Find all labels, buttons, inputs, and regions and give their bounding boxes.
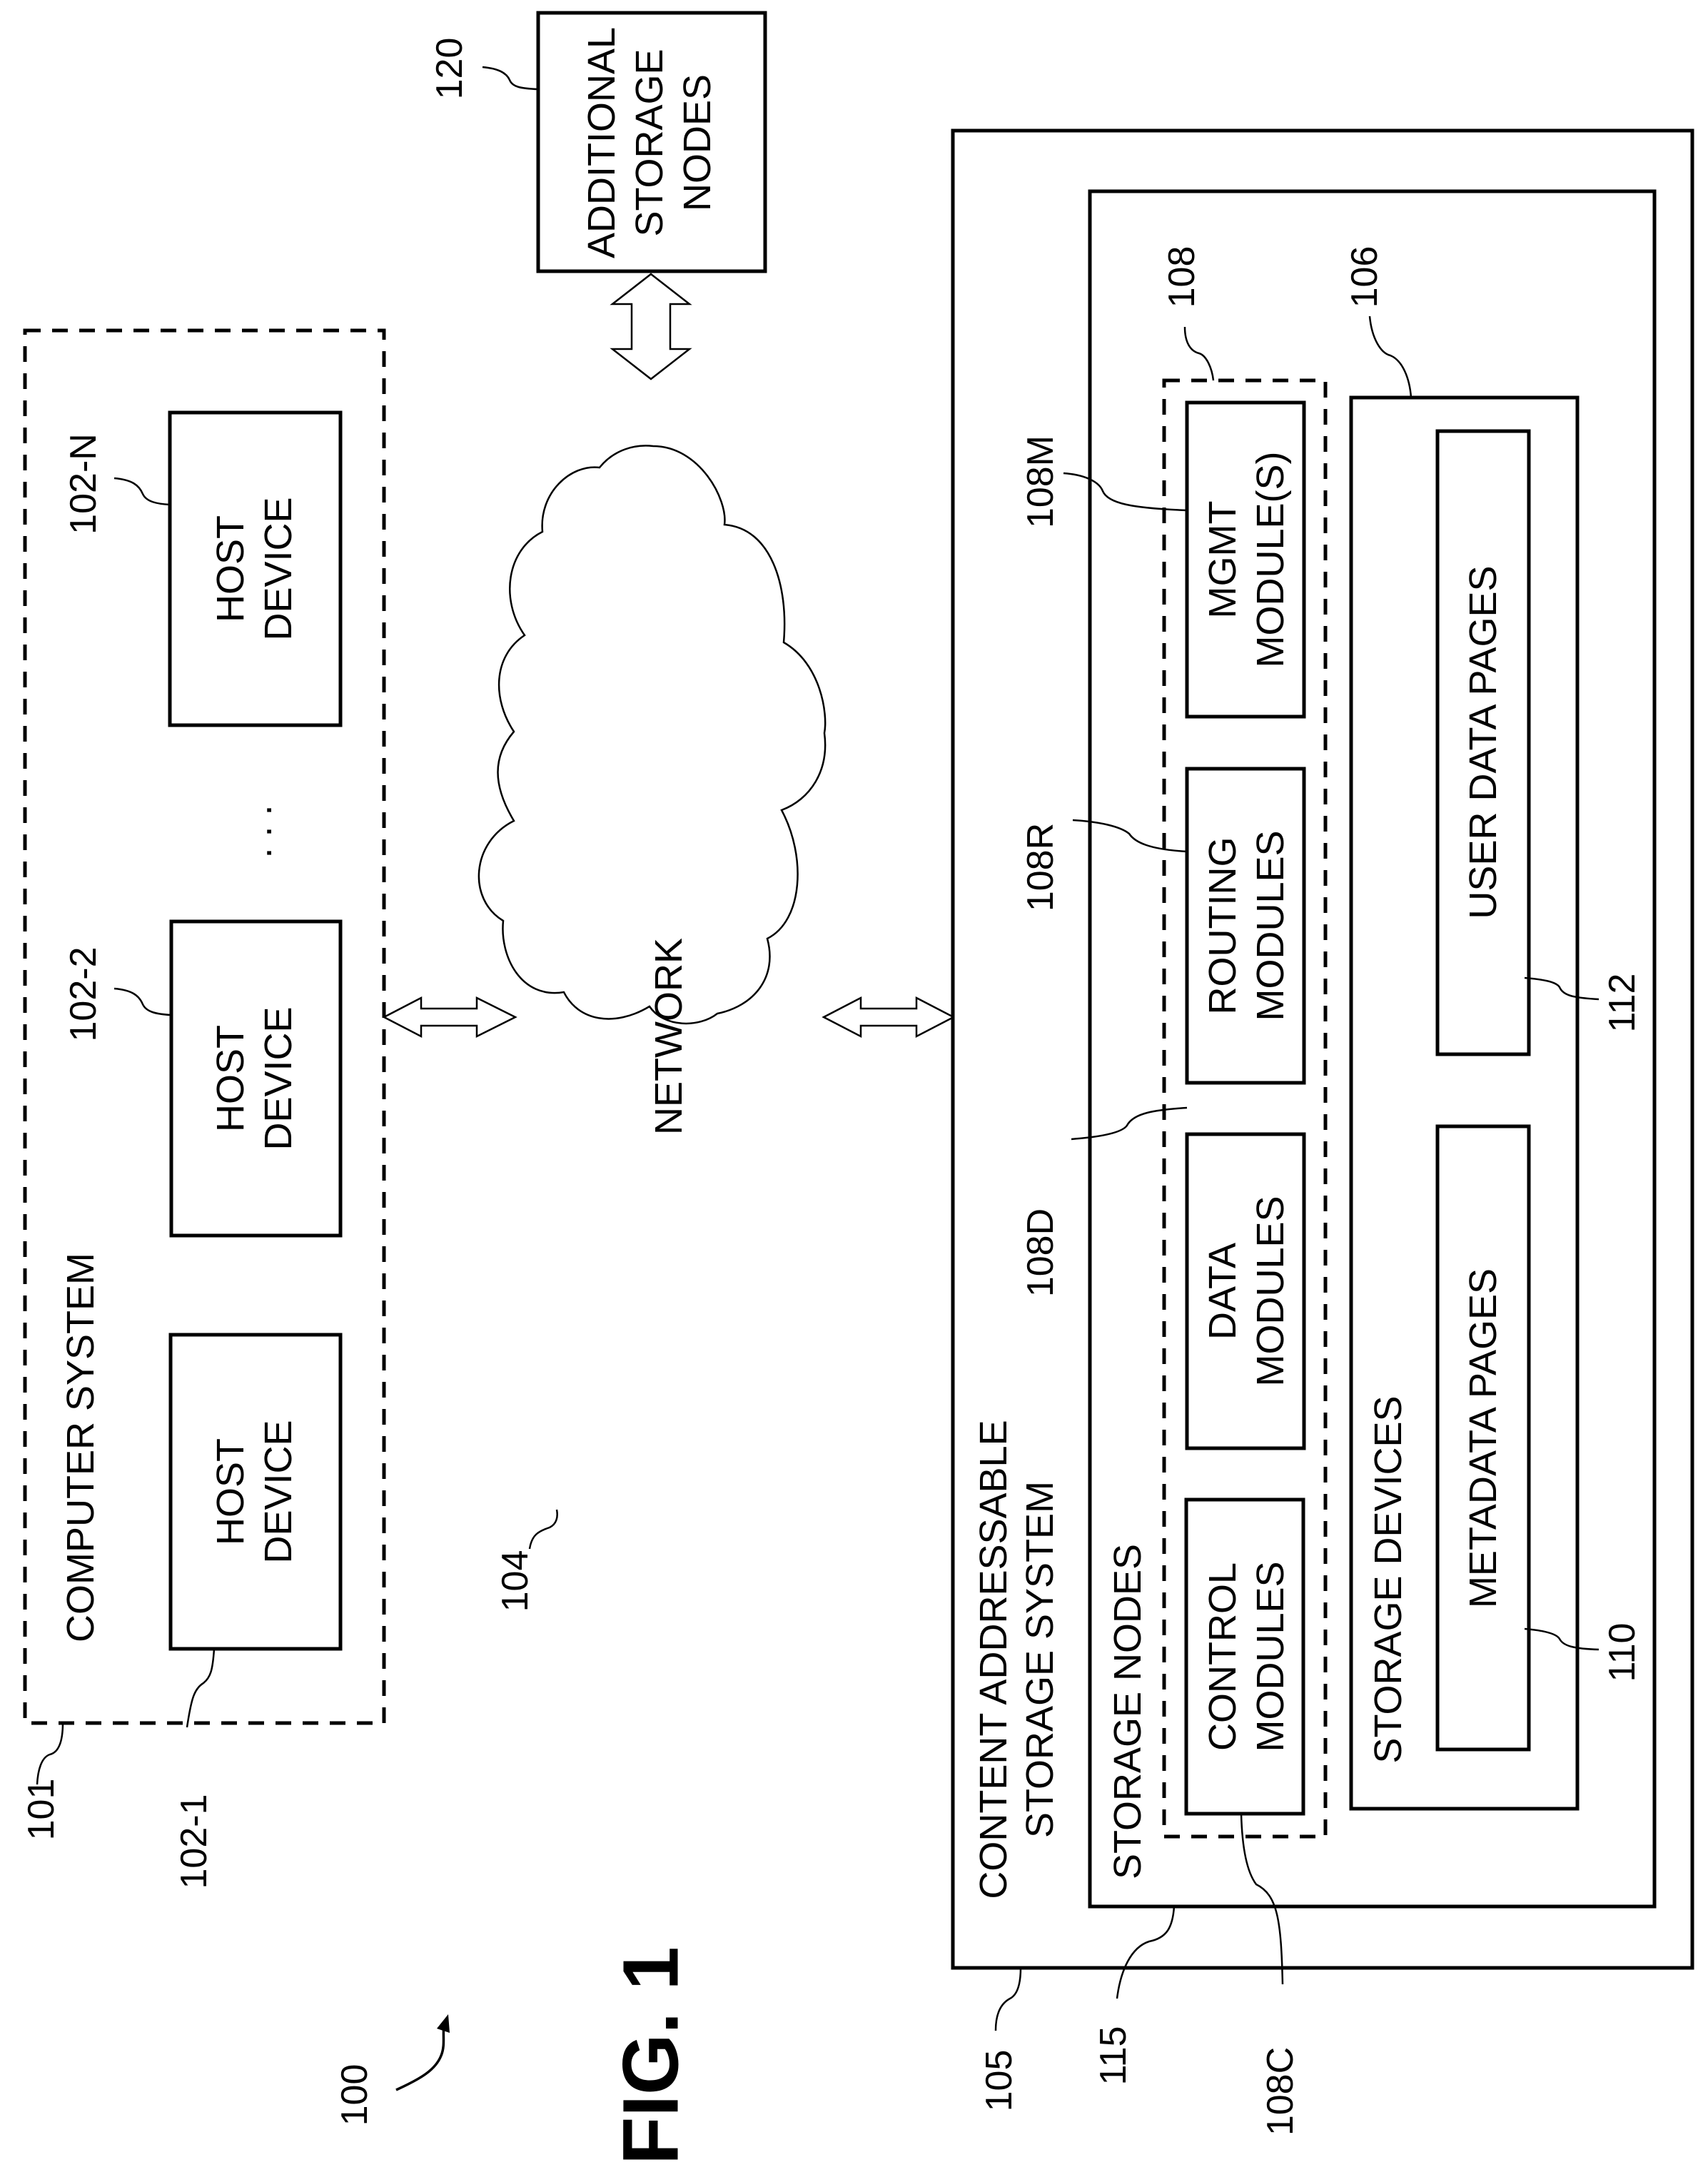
ref-115: 115 [1093,2026,1134,2086]
storage-devices-label: STORAGE DEVICES [1367,1395,1410,1763]
host-device-box [170,413,340,725]
arrowhead-100 [437,2014,450,2033]
metadata-pages: METADATA PAGES [1437,1126,1529,1749]
host-device-102-2: HOST DEVICE [171,921,340,1236]
user-data-pages: USER DATA PAGES [1437,431,1529,1054]
cas-label-line2: STORAGE SYSTEM [1019,1481,1061,1838]
network-label: NETWORK [647,938,690,1135]
leader-120 [482,67,538,89]
ref-108R: 108R [1020,823,1061,911]
host-device-102-N: HOST DEVICE [170,413,340,725]
host-device-line2: DEVICE [257,1420,300,1563]
module-mgmt: MGMT MODULE(S) [1187,403,1304,717]
leader-100 [396,2026,444,2090]
network-cloud: NETWORK 104 [479,445,825,1612]
computer-system-label: COMPUTER SYSTEM [59,1253,102,1642]
leader-104 [530,1510,557,1549]
ref-102-2: 102-2 [63,947,104,1042]
host-device-line1: HOST [209,1438,252,1545]
double-arrow-network-cas[interactable] [824,998,954,1036]
ref-102-N: 102-N [63,433,104,535]
additional-storage-line3: NODES [676,74,719,211]
ref-104: 104 [495,1550,536,1612]
storage-nodes-label: STORAGE NODES [1106,1544,1149,1879]
ref-120: 120 [429,38,470,100]
leader-102-N [114,478,170,505]
ref-108D: 108D [1020,1208,1061,1297]
double-arrow-computer-network[interactable] [384,998,515,1036]
user-data-pages-label: USER DATA PAGES [1462,565,1505,919]
host-device-line1: HOST [209,1025,252,1132]
ref-108M: 108M [1020,435,1061,528]
module-routing: ROUTING MODULES [1187,769,1304,1083]
leader-102-2 [114,989,171,1015]
host-device-line2: DEVICE [257,497,300,640]
leader-101 [37,1723,63,1784]
ref-108: 108 [1161,246,1203,308]
host-device-box [171,921,340,1236]
additional-storage-line2: STORAGE [628,49,671,236]
ellipsis: . . . [237,804,280,858]
cloud-shape [479,445,825,1024]
module-line1: ROUTING [1201,837,1244,1015]
cas-label-line1: CONTENT ADDRESSABLE [972,1420,1015,1899]
metadata-pages-label: METADATA PAGES [1462,1268,1505,1608]
module-control: CONTROL MODULES [1186,1500,1303,1814]
figure-label: FIG. 1 [607,1946,695,2165]
module-line1: MGMT [1201,501,1244,619]
host-device-102-1: HOST DEVICE [171,1335,340,1649]
module-line2: MODULES [1249,1196,1292,1386]
double-arrow-network-120[interactable] [612,274,689,379]
module-line2: MODULE(S) [1249,451,1292,667]
content-addressable-storage-system: CONTENT ADDRESSABLE STORAGE SYSTEM STORA… [953,131,1692,2136]
additional-storage-line1: ADDITIONAL [580,27,623,258]
ref-108C: 108C [1260,2047,1301,2136]
module-line2: MODULES [1249,1561,1292,1752]
ref-105: 105 [979,2050,1020,2112]
host-device-line1: HOST [209,515,252,622]
module-line1: CONTROL [1201,1562,1244,1751]
ref-110: 110 [1602,1623,1643,1682]
ref-102-1: 102-1 [173,1794,215,1889]
module-data: DATA MODULES [1187,1134,1304,1448]
ref-112: 112 [1602,974,1643,1033]
module-line1: DATA [1201,1243,1244,1340]
additional-storage-nodes: ADDITIONAL STORAGE NODES 120 [429,13,765,271]
ref-106: 106 [1344,246,1385,308]
host-device-line2: DEVICE [257,1006,300,1150]
ref-100: 100 [334,2064,375,2126]
computer-system: COMPUTER SYSTEM HOST DEVICE HOST DEVICE … [21,330,384,1889]
leader-105 [996,1968,1021,2031]
module-line2: MODULES [1249,830,1292,1021]
host-device-box [171,1335,340,1649]
leader-102-1 [187,1649,214,1727]
ref-101: 101 [21,1779,62,1841]
